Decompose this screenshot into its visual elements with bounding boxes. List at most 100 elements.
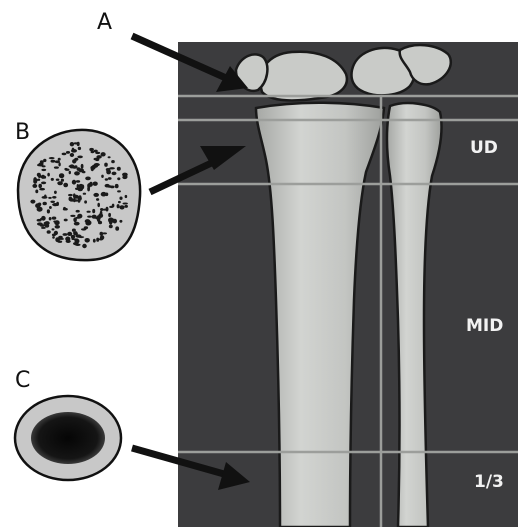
trabecular-pore bbox=[48, 197, 52, 199]
trabecular-pore bbox=[89, 148, 94, 151]
trabecular-pore bbox=[101, 152, 106, 156]
trabecular-pore bbox=[90, 182, 93, 184]
trabecular-pore bbox=[70, 142, 74, 146]
trabecular-pore bbox=[47, 209, 50, 213]
trabecular-pore bbox=[52, 196, 56, 199]
trabecular-pore bbox=[105, 178, 108, 180]
trabecular-pore bbox=[105, 184, 110, 188]
trabecular-pore bbox=[104, 163, 108, 167]
trabecular-pore bbox=[101, 175, 104, 178]
region-label-mid: MID bbox=[466, 316, 503, 336]
trabecular-pore bbox=[47, 173, 50, 177]
trabecular-pore bbox=[84, 226, 88, 229]
trabecular-pore bbox=[43, 202, 47, 206]
trabecular-pore bbox=[84, 200, 87, 203]
panel-letter-b: B bbox=[15, 120, 30, 145]
trabecular-pore bbox=[115, 184, 119, 188]
trabecular-pore bbox=[69, 197, 73, 201]
trabecular-pore bbox=[78, 168, 84, 172]
trabecular-pore bbox=[100, 232, 104, 236]
trabecular-pore bbox=[119, 220, 122, 223]
trabecular-pore bbox=[63, 233, 68, 236]
trabecular-pore bbox=[93, 193, 99, 197]
trabecular-pore bbox=[108, 213, 111, 217]
panel-letter-a: A bbox=[97, 10, 112, 35]
trabecular-pore bbox=[75, 231, 78, 234]
trabecular-pore bbox=[49, 206, 52, 209]
trabecular-pore bbox=[117, 190, 121, 192]
trabecular-pore bbox=[69, 164, 74, 168]
trabecular-pore bbox=[59, 173, 64, 178]
region-label-one-third: 1/3 bbox=[474, 472, 504, 492]
trabecular-pore bbox=[56, 179, 60, 181]
trabecular-pore bbox=[38, 174, 41, 178]
trabecular-pore bbox=[76, 210, 80, 213]
trabecular-pore bbox=[77, 142, 80, 146]
trabecular-pore bbox=[70, 215, 75, 217]
trabecular-pore bbox=[41, 175, 45, 179]
trabecular-pore bbox=[41, 216, 46, 221]
trabecular-pore bbox=[112, 172, 117, 176]
trabecular-pore bbox=[75, 244, 81, 246]
trabecular-pore bbox=[77, 156, 83, 159]
trabecular-pore bbox=[76, 234, 82, 237]
trabecular-pore bbox=[78, 184, 83, 188]
trabecular-pore bbox=[72, 229, 76, 232]
trabecular-pore bbox=[108, 177, 112, 180]
trabecular-pore bbox=[122, 176, 127, 180]
trabecular-pore bbox=[37, 219, 42, 222]
trabecular-pore bbox=[63, 208, 68, 211]
trabecular-pore bbox=[100, 211, 103, 216]
trabecular-pore bbox=[87, 216, 92, 218]
trabecular-pore bbox=[96, 198, 99, 201]
trabecular-pore bbox=[64, 219, 68, 222]
trabecular-pore bbox=[79, 195, 82, 198]
trabecular-pore bbox=[49, 157, 55, 159]
trabecular-pore bbox=[39, 188, 45, 191]
trabecular-pore bbox=[87, 211, 91, 213]
trabecular-pore bbox=[30, 200, 35, 204]
trabecular-pore bbox=[95, 217, 101, 220]
trabecular-pore bbox=[97, 203, 100, 207]
region-label-ud: UD bbox=[470, 138, 498, 158]
trabecular-pore bbox=[76, 180, 80, 183]
trabecular-pore bbox=[72, 148, 75, 153]
trabecular-pore bbox=[52, 236, 55, 239]
trabecular-pore bbox=[109, 225, 113, 229]
trabecular-pore bbox=[115, 226, 119, 230]
trabecular-pore bbox=[119, 197, 122, 200]
trabecular-pore bbox=[52, 203, 58, 206]
trabecular-pore bbox=[74, 165, 77, 168]
trabecular-pore bbox=[51, 178, 54, 181]
trabecular-pore bbox=[55, 237, 60, 242]
trabecular-pore bbox=[93, 239, 96, 243]
trabecular-pore bbox=[37, 207, 43, 212]
trabecular-pore bbox=[50, 201, 55, 203]
trabecular-pore bbox=[54, 166, 59, 168]
trabecular-pore bbox=[32, 184, 37, 188]
trabecular-pore bbox=[41, 182, 46, 185]
trabecular-pore bbox=[70, 153, 74, 157]
trabecular-pore bbox=[111, 160, 115, 163]
trabecular-pore bbox=[38, 179, 41, 181]
trabecular-pore bbox=[92, 165, 98, 168]
cross-section-cortical bbox=[15, 396, 121, 480]
trabecular-pore bbox=[92, 209, 95, 213]
trabecular-pore bbox=[74, 222, 80, 226]
trabecular-pore bbox=[108, 218, 114, 223]
trabecular-pore bbox=[42, 196, 48, 199]
trabecular-pore bbox=[51, 160, 56, 163]
trabecular-pore bbox=[67, 232, 72, 236]
trabecular-pore bbox=[55, 160, 60, 163]
trabecular-pore bbox=[117, 167, 121, 171]
trabecular-pore bbox=[37, 222, 43, 225]
trabecular-pore bbox=[57, 181, 63, 185]
trabecular-pore bbox=[96, 238, 99, 242]
trabecular-pore bbox=[119, 205, 124, 209]
trabecular-pore bbox=[93, 182, 98, 186]
trabecular-pore bbox=[74, 171, 80, 175]
trabecular-pore bbox=[110, 186, 115, 189]
trabecular-pore bbox=[81, 164, 84, 169]
trabecular-pore bbox=[123, 203, 128, 205]
